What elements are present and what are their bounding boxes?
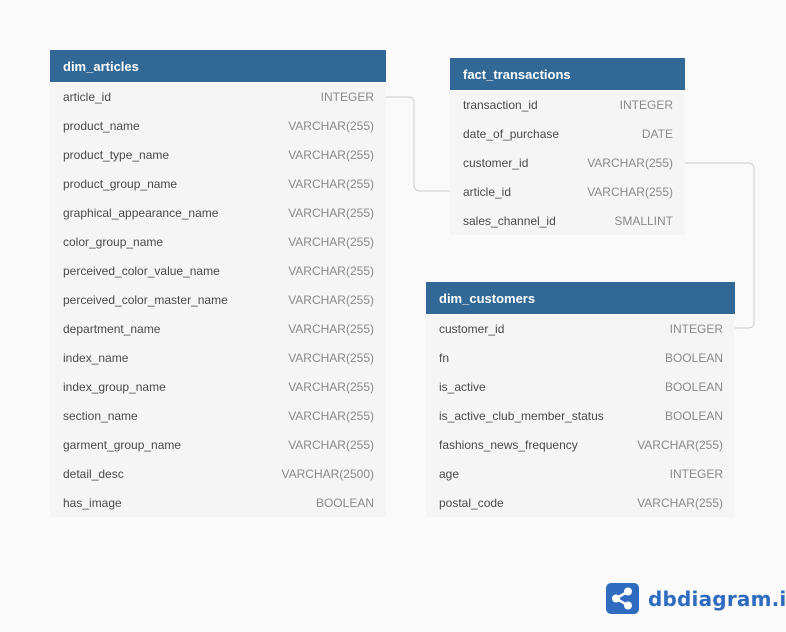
field-row[interactable]: product_type_name VARCHAR(255) <box>50 140 386 169</box>
field-row[interactable]: is_active_club_member_status BOOLEAN <box>426 401 735 430</box>
field-row[interactable]: perceived_color_value_name VARCHAR(255) <box>50 256 386 285</box>
field-type: VARCHAR(255) <box>587 155 673 170</box>
field-name: index_name <box>63 350 129 365</box>
field-name: is_active_club_member_status <box>439 408 604 423</box>
rel-transactions-customers[interactable] <box>685 162 755 329</box>
field-name: sales_channel_id <box>463 213 556 228</box>
field-type: VARCHAR(255) <box>288 350 374 365</box>
field-type: VARCHAR(255) <box>288 234 374 249</box>
field-type: VARCHAR(255) <box>288 292 374 307</box>
field-type: BOOLEAN <box>664 379 723 394</box>
field-row[interactable]: sales_channel_id SMALLINT <box>450 206 685 235</box>
field-name: customer_id <box>463 155 529 170</box>
field-row[interactable]: color_group_name VARCHAR(255) <box>50 227 386 256</box>
field-row[interactable]: postal_code VARCHAR(255) <box>426 488 735 517</box>
field-type: VARCHAR(255) <box>288 147 374 162</box>
field-type: VARCHAR(255) <box>288 408 374 423</box>
field-row[interactable]: has_image BOOLEAN <box>50 488 386 517</box>
field-type: VARCHAR(255) <box>288 176 374 191</box>
field-type: BOOLEAN <box>664 350 723 365</box>
field-row[interactable]: garment_group_name VARCHAR(255) <box>50 430 386 459</box>
table-header[interactable]: fact_transactions <box>450 58 685 90</box>
table-title: fact_transactions <box>463 66 571 82</box>
field-type: INTEGER <box>669 321 723 336</box>
field-name: color_group_name <box>63 234 164 249</box>
field-name: fashions_news_frequency <box>439 437 578 452</box>
field-row[interactable]: article_id VARCHAR(255) <box>450 177 685 206</box>
field-row[interactable]: product_name VARCHAR(255) <box>50 111 386 140</box>
brand-name: dbdiagram.io <box>648 586 786 611</box>
field-row[interactable]: index_name VARCHAR(255) <box>50 343 386 372</box>
field-type: DATE <box>641 126 673 141</box>
table-header[interactable]: dim_articles <box>50 50 386 82</box>
field-name: article_id <box>463 184 512 199</box>
field-name: customer_id <box>439 321 505 336</box>
field-name: transaction_id <box>463 97 538 112</box>
field-row[interactable]: perceived_color_master_name VARCHAR(255) <box>50 285 386 314</box>
table-title: dim_articles <box>63 58 139 74</box>
field-name: postal_code <box>439 495 504 510</box>
field-row[interactable]: index_group_name VARCHAR(255) <box>50 372 386 401</box>
field-row[interactable]: article_id INTEGER <box>50 82 386 111</box>
field-name: perceived_color_master_name <box>63 292 228 307</box>
field-name: article_id <box>63 89 112 104</box>
field-name: has_image <box>63 495 122 510</box>
table-title: dim_customers <box>439 290 536 306</box>
field-name: detail_desc <box>63 466 124 481</box>
table-fact-transactions[interactable]: fact_transactions transaction_id INTEGER d… <box>450 58 685 235</box>
field-row[interactable]: product_group_name VARCHAR(255) <box>50 169 386 198</box>
field-name: is_active <box>439 379 486 394</box>
field-row[interactable]: section_name VARCHAR(255) <box>50 401 386 430</box>
rel-articles-transactions[interactable] <box>386 96 450 192</box>
field-row[interactable]: transaction_id INTEGER <box>450 90 685 119</box>
field-row[interactable]: date_of_purchase DATE <box>450 119 685 148</box>
table-header[interactable]: dim_customers <box>426 282 735 314</box>
field-type: VARCHAR(255) <box>288 118 374 133</box>
field-name: section_name <box>63 408 138 423</box>
field-type: INTEGER <box>320 89 374 104</box>
field-name: date_of_purchase <box>463 126 560 141</box>
share-icon <box>606 583 639 614</box>
field-row[interactable]: graphical_appearance_name VARCHAR(255) <box>50 198 386 227</box>
field-row[interactable]: customer_id INTEGER <box>426 314 735 343</box>
field-name: product_group_name <box>63 176 178 191</box>
dbdiagram-brand[interactable]: dbdiagram.io <box>606 583 786 614</box>
field-type: VARCHAR(2500) <box>281 466 374 481</box>
field-type: VARCHAR(255) <box>637 495 723 510</box>
table-dim-articles[interactable]: dim_articles article_id INTEGER product_na… <box>50 50 386 517</box>
field-name: perceived_color_value_name <box>63 263 220 278</box>
field-type: VARCHAR(255) <box>288 263 374 278</box>
field-type: VARCHAR(255) <box>288 205 374 220</box>
field-row[interactable]: fn BOOLEAN <box>426 343 735 372</box>
field-type: INTEGER <box>619 97 673 112</box>
field-type: VARCHAR(255) <box>288 321 374 336</box>
field-type: BOOLEAN <box>315 495 374 510</box>
field-type: INTEGER <box>669 466 723 481</box>
field-type: VARCHAR(255) <box>587 184 673 199</box>
field-name: department_name <box>63 321 161 336</box>
field-name: fn <box>439 350 450 365</box>
field-type: BOOLEAN <box>664 408 723 423</box>
field-type: VARCHAR(255) <box>288 437 374 452</box>
field-row[interactable]: department_name VARCHAR(255) <box>50 314 386 343</box>
field-type: SMALLINT <box>614 213 673 228</box>
field-name: garment_group_name <box>63 437 182 452</box>
field-row[interactable]: is_active BOOLEAN <box>426 372 735 401</box>
field-row[interactable]: age INTEGER <box>426 459 735 488</box>
field-row[interactable]: fashions_news_frequency VARCHAR(255) <box>426 430 735 459</box>
field-name: product_type_name <box>63 147 170 162</box>
field-name: product_name <box>63 118 140 133</box>
field-row[interactable]: detail_desc VARCHAR(2500) <box>50 459 386 488</box>
field-name: index_group_name <box>63 379 166 394</box>
field-type: VARCHAR(255) <box>288 379 374 394</box>
field-name: age <box>439 466 460 481</box>
field-row[interactable]: customer_id VARCHAR(255) <box>450 148 685 177</box>
field-type: VARCHAR(255) <box>637 437 723 452</box>
field-name: graphical_appearance_name <box>63 205 219 220</box>
